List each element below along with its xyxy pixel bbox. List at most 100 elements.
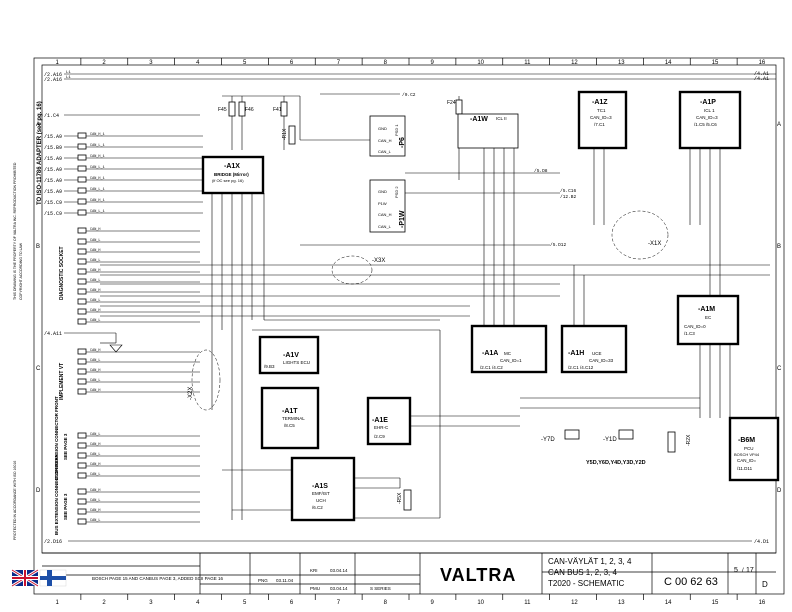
svg-text:F45: F45 [218,107,227,113]
row-label: A [36,122,40,128]
row-label: A [777,122,781,128]
svg-text:-X1X: -X1X [648,241,661,247]
svg-text:-A1Z: -A1Z [592,99,608,106]
svg-text:-A1P: -A1P [700,99,716,106]
column-label: 16 [759,60,766,66]
title-line-1: CAN-VÄYLÄT 1, 2, 3, 4 [548,557,632,566]
title-line-2: CAN BUS 1, 2, 3, 4 [548,568,617,577]
svg-text:CAN_H: CAN_H [90,349,101,353]
svg-text:CAN_H_1: CAN_H_1 [90,199,105,203]
fuse-f46: F46 [238,96,254,150]
svg-text:/1.C5 /5.C6: /1.C5 /5.C6 [694,122,717,127]
resistor-r1x: -R1X [282,125,296,145]
svg-text:P1W: P1W [378,201,387,206]
column-label: 10 [477,600,484,606]
svg-text:-X3X: -X3X [372,258,385,264]
svg-text:CAN_L: CAN_L [90,433,101,437]
a1h-module: -A1H UCE CAN_ID=33 /2.C1 /4.C12 [560,324,628,374]
svg-text:/9.C2: /9.C2 [402,92,416,98]
fuse-f41: F41 [273,96,288,150]
svg-text:/4.A1: /4.A1 [754,71,769,77]
column-label: 9 [430,600,434,606]
svg-text:CAN_ID=0: CAN_ID=0 [684,324,706,329]
column-label: 12 [571,600,578,606]
reference-label: /15.A9 [44,178,62,184]
column-label: 10 [477,60,484,66]
svg-text:CAN_ID=1: CAN_ID=1 [500,358,522,363]
column-label: 3 [149,600,153,606]
column-label: 7 [337,60,341,66]
svg-text:/7.C1: /7.C1 [594,122,605,127]
column-label: 2 [102,60,106,66]
svg-text:CAN_L: CAN_L [90,279,101,283]
svg-text:PCU: PCU [744,446,754,451]
svg-text:-R2X: -R2X [686,434,692,446]
drawing-number: C 00 62 63 [664,576,718,588]
svg-text:/2.D16: /2.D16 [44,539,62,545]
svg-text:PSD 1: PSD 1 [394,124,399,136]
svg-text:CAN_ID=3: CAN_ID=3 [590,115,612,120]
svg-text:CAN_L: CAN_L [90,239,101,243]
svg-text:/5.D8: /5.D8 [534,168,548,174]
column-label: 12 [571,60,578,66]
svg-text:CAN_H: CAN_H [90,269,101,273]
left-connector-pins: CAN_H CAN_L CAN_H CAN_L CAN_H CAN_L CAN_H CAN_L… [77,227,200,525]
svg-text:TERMINAL: TERMINAL [282,416,305,421]
valves-label: Y5D,Y6D,Y4D,Y3D,Y2D [586,460,646,466]
svg-text:CAN_H: CAN_H [378,212,392,217]
row-label: D [36,488,41,494]
svg-text:/12.B2: /12.B2 [560,194,577,200]
svg-text:L1: L1 [66,76,71,80]
column-label: 3 [149,60,153,66]
column-label: 2 [102,600,106,606]
a1e-module: -A1E EHR-C /2.C9 [366,396,412,446]
svg-text:CAN_ID=3: CAN_ID=3 [696,115,718,120]
column-label: 14 [665,600,672,606]
svg-text:-A1M: -A1M [698,306,715,313]
checked-date: 03.04.14 [330,586,348,591]
svg-text:ICL 1: ICL 1 [704,108,715,113]
svg-text:CAN_L: CAN_L [90,379,101,383]
column-label: 11 [524,600,531,606]
svg-text:CAN_L: CAN_L [90,473,101,477]
row-label: B [36,244,40,250]
svg-text:CAN_H_1: CAN_H_1 [90,177,105,181]
a1s-module: -A1S EMF/IST UCH /6.C2 [290,456,356,522]
column-label: 15 [712,600,719,606]
svg-text:-R5X: -R5X [397,492,403,504]
reference-label: /15.C9 [44,211,62,217]
column-label: 5 [243,60,247,66]
svg-text:CAN_H: CAN_H [90,463,101,467]
svg-text:-Y1D: -Y1D [603,437,617,443]
svg-text:-A1E: -A1E [372,417,388,424]
svg-text:-A1A: -A1A [482,350,498,357]
svg-text:PROTECTED IN ACCORDANCE WITH I: PROTECTED IN ACCORDANCE WITH ISO 16016 [13,461,17,540]
row-label: D [777,488,782,494]
bus-rear-label: BUS EXTENSION CONNECTOR REAR [54,453,59,535]
a1m-module: -A1M EC CAN_ID=0 /1.C3 [676,294,740,346]
svg-text:LIGHTS ECU: LIGHTS ECU [283,360,310,365]
svg-text:-A1W: -A1W [470,116,488,123]
title-line-3: T2020 - SCHEMATIC [548,579,625,588]
connector-x1x: -X1X [611,210,669,260]
svg-text:CAN_H: CAN_H [90,249,101,253]
svg-text:CAN_H: CAN_H [90,509,101,513]
svg-text:CAN_L_1: CAN_L_1 [90,166,105,170]
can-wiring: /5.D8 /5.C16 /12.B2 /5.D12 /4.A11 [44,148,770,520]
connector-x2x: -X2X [188,349,221,411]
svg-text:/2.C1 /4.C12: /2.C1 /4.C12 [568,365,594,370]
svg-text:CAN_ID=33: CAN_ID=33 [589,358,614,363]
svg-text:F24: F24 [447,100,456,106]
a1t-module: -A1T TERMINAL /8.C5 [260,386,320,450]
iso-adapter-label: TO ISO-11786 ADAPTER (see pg. 16) [37,101,43,205]
svg-text:CAN_H: CAN_H [90,369,101,373]
sheet-number: 5 [734,567,738,574]
svg-text:/5.C16: /5.C16 [560,188,577,194]
svg-text:-A1H: -A1H [568,350,584,357]
checked-by: PMU [310,586,320,591]
svg-text:CAN_L: CAN_L [90,519,101,523]
column-label: 9 [430,60,434,66]
a1v-module: -A1V LIGHTS ECU /9.B3 [258,335,320,375]
reference-label: /15.A9 [44,167,62,173]
